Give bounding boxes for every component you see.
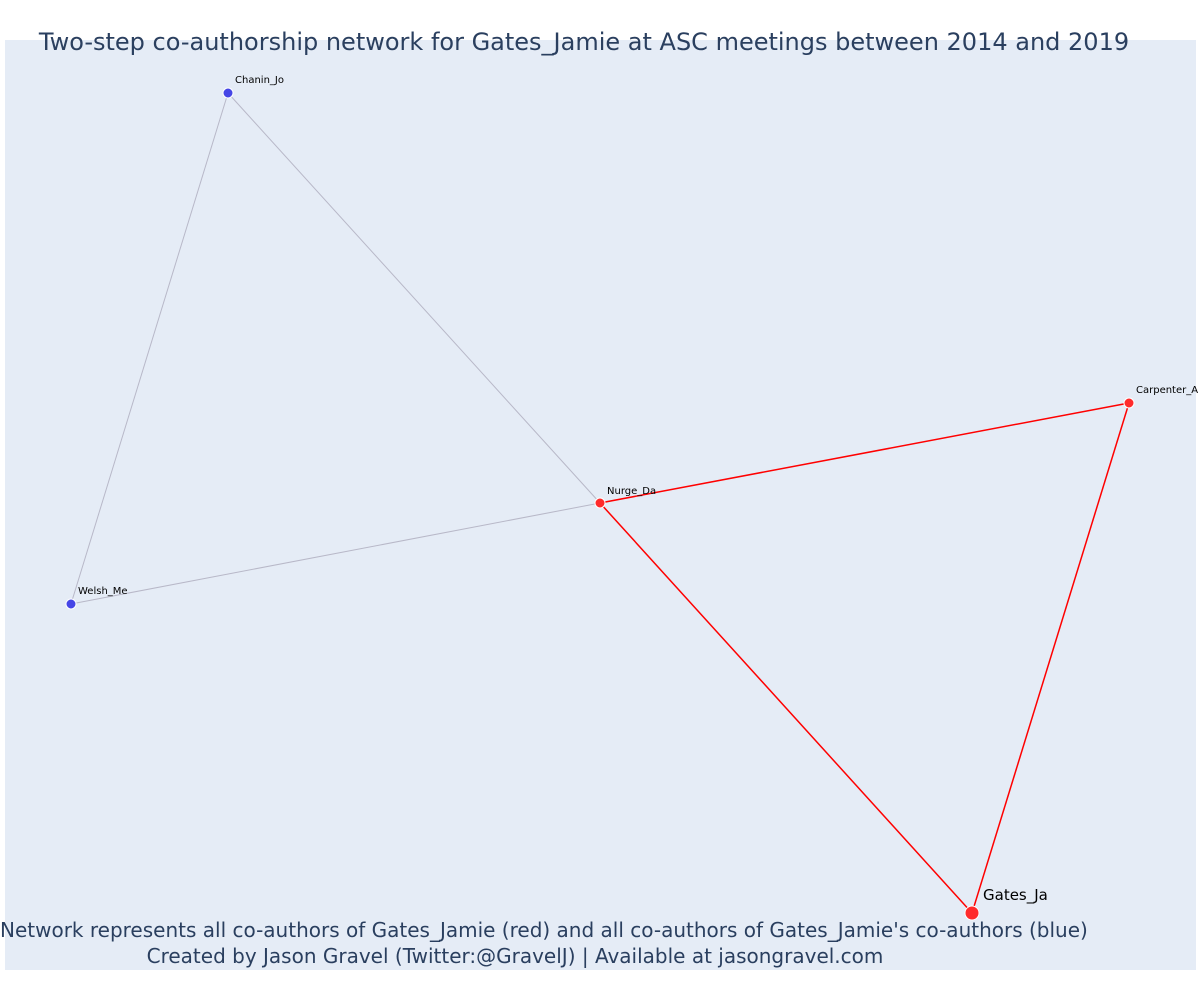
node-label-nurge: Nurge_Da — [607, 486, 656, 497]
nodes-layer — [65, 87, 1135, 921]
node-gates[interactable] — [964, 905, 980, 921]
edge-nurge-carpenter — [599, 402, 1130, 504]
node-label-carpenter: Carpenter_A — [1136, 385, 1198, 396]
node-label-gates: Gates_Ja — [983, 886, 1048, 905]
footer-credit: Created by Jason Gravel (Twitter:@Gravel… — [146, 944, 884, 968]
chart-title: Two-step co-authorship network for Gates… — [38, 28, 1130, 56]
node-chanin[interactable] — [222, 87, 234, 99]
edge-carpenter-gates — [971, 402, 1130, 914]
edge-chanin-nurge — [227, 92, 601, 504]
edge-nurge-gates — [599, 502, 973, 914]
node-label-chanin: Chanin_Jo — [235, 75, 284, 86]
node-label-welsh: Welsh_Me — [78, 586, 128, 597]
node-carpenter[interactable] — [1123, 397, 1135, 409]
edge-welsh-nurge — [70, 502, 601, 605]
edges-layer — [70, 92, 1130, 914]
node-welsh[interactable] — [65, 598, 77, 610]
footer-caption: Network represents all co-authors of Gat… — [0, 918, 1088, 942]
edge-chanin-welsh — [70, 92, 229, 605]
node-nurge[interactable] — [594, 497, 606, 509]
